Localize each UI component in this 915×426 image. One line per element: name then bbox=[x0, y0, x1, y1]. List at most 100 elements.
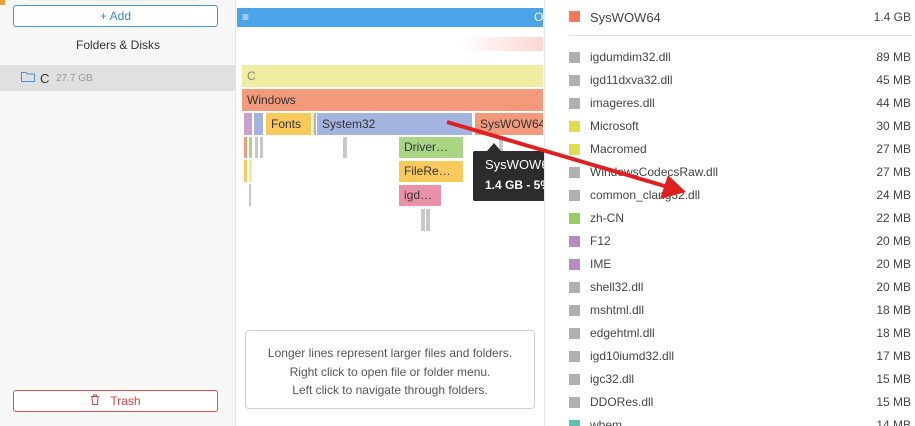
segment-small[interactable] bbox=[244, 137, 247, 158]
trash-button[interactable]: Trash bbox=[13, 390, 218, 412]
disk-item-c[interactable]: C 27.7 GB bbox=[0, 65, 236, 91]
segment-fonts[interactable]: Fonts bbox=[266, 113, 311, 135]
segment-small[interactable] bbox=[426, 209, 430, 231]
color-swatch bbox=[569, 259, 580, 270]
list-item-size: 18 MB bbox=[876, 326, 911, 340]
list-item-name: common_clang32.dll bbox=[590, 188, 701, 202]
segment-small[interactable] bbox=[314, 113, 316, 135]
color-swatch bbox=[569, 420, 580, 426]
list-item-size: 22 MB bbox=[876, 211, 911, 225]
color-swatch bbox=[569, 282, 580, 293]
list-header[interactable]: SysWOW64 1.4 GB bbox=[545, 6, 915, 28]
list-item-size: 17 MB bbox=[876, 349, 911, 363]
list-item-name: wbem bbox=[590, 418, 623, 426]
color-swatch bbox=[569, 144, 580, 155]
visualization-panel: ≡ O C Windows Fonts System32 SysWOW64 Dr… bbox=[237, 0, 543, 426]
hint-line: Right click to open file or folder menu. bbox=[289, 364, 491, 379]
list-item[interactable]: igc32.dll 15 MB bbox=[545, 369, 915, 389]
color-swatch bbox=[569, 75, 580, 86]
segment-igd[interactable]: igd… bbox=[399, 185, 441, 206]
list-item-name: zh-CN bbox=[590, 211, 625, 225]
toolbar-title: O bbox=[534, 10, 543, 24]
hint-line: Longer lines represent larger files and … bbox=[267, 346, 513, 360]
add-button[interactable]: + Add bbox=[13, 5, 218, 27]
segment-small[interactable] bbox=[244, 113, 252, 135]
color-swatch bbox=[569, 190, 580, 201]
list-header-name: SysWOW64 bbox=[590, 10, 661, 25]
list-item-name: F12 bbox=[590, 234, 611, 248]
color-swatch bbox=[569, 167, 580, 178]
segment-windows[interactable]: Windows bbox=[242, 89, 543, 111]
color-swatch bbox=[569, 121, 580, 132]
color-swatch bbox=[569, 351, 580, 362]
list-item[interactable]: WindowsCodecsRaw.dll 27 MB bbox=[545, 162, 915, 182]
disk-name: C bbox=[40, 71, 50, 86]
list-item[interactable]: shell32.dll 20 MB bbox=[545, 277, 915, 297]
color-swatch bbox=[569, 11, 580, 22]
segment-small[interactable] bbox=[249, 160, 252, 182]
segment-small[interactable] bbox=[260, 137, 263, 158]
segment-small[interactable] bbox=[255, 137, 258, 158]
segment-drivers[interactable]: Driver… bbox=[399, 137, 463, 158]
tooltip-arrow bbox=[487, 143, 501, 151]
segment-system32[interactable]: System32 bbox=[317, 113, 472, 135]
color-swatch bbox=[569, 305, 580, 316]
sidebar: + Add Folders & Disks C 27.7 GB Trash bbox=[0, 0, 236, 426]
segment-small[interactable] bbox=[421, 209, 425, 231]
list-item-name: WindowsCodecsRaw.dll bbox=[590, 165, 719, 179]
segment-syswow64[interactable]: SysWOW64 bbox=[475, 113, 543, 135]
list-item-name: igc32.dll bbox=[590, 372, 635, 386]
list-item[interactable]: mshtml.dll 18 MB bbox=[545, 300, 915, 320]
color-swatch bbox=[569, 98, 580, 109]
list-item[interactable]: zh-CN 22 MB bbox=[545, 208, 915, 228]
list-item[interactable]: wbem 14 MB bbox=[545, 415, 915, 426]
list-item-size: 27 MB bbox=[876, 165, 911, 179]
hamburger-icon[interactable]: ≡ bbox=[242, 10, 250, 24]
list-item-size: 20 MB bbox=[876, 234, 911, 248]
segment-small[interactable] bbox=[244, 160, 247, 182]
segment-small[interactable] bbox=[249, 184, 251, 206]
usage-hint-box: Longer lines represent larger files and … bbox=[245, 330, 535, 409]
segment-filerepository[interactable]: FileRe… bbox=[399, 161, 463, 182]
trash-label: Trash bbox=[110, 394, 141, 408]
color-swatch bbox=[569, 328, 580, 339]
list-item-size: 44 MB bbox=[876, 96, 911, 110]
color-swatch bbox=[569, 236, 580, 247]
segment-small[interactable] bbox=[254, 113, 263, 135]
list-item[interactable]: common_clang32.dll 24 MB bbox=[545, 185, 915, 205]
list-item[interactable]: F12 20 MB bbox=[545, 231, 915, 251]
segment-small[interactable] bbox=[312, 113, 314, 135]
color-swatch bbox=[569, 397, 580, 408]
divider bbox=[569, 35, 912, 36]
list-item-name: mshtml.dll bbox=[590, 303, 645, 317]
hint-line: Left click to navigate through folders. bbox=[292, 383, 488, 397]
list-item-name: Microsoft bbox=[590, 119, 639, 133]
list-item-size: 14 MB bbox=[876, 418, 911, 426]
segment-c[interactable]: C bbox=[242, 65, 543, 87]
segment-small[interactable] bbox=[249, 137, 252, 158]
list-item-size: 20 MB bbox=[876, 280, 911, 294]
list-item-size: 15 MB bbox=[876, 395, 911, 409]
list-item-size: 20 MB bbox=[876, 257, 911, 271]
segment-small[interactable] bbox=[343, 137, 347, 158]
list-header-size: 1.4 GB bbox=[873, 10, 911, 24]
list-item-size: 15 MB bbox=[876, 372, 911, 386]
size-gradient-bar bbox=[462, 37, 543, 51]
color-swatch bbox=[569, 52, 580, 63]
color-swatch bbox=[569, 213, 580, 224]
list-item-size: 18 MB bbox=[876, 303, 911, 317]
list-item-size: 24 MB bbox=[876, 188, 911, 202]
color-swatch bbox=[569, 374, 580, 385]
list-item-name: shell32.dll bbox=[590, 280, 644, 294]
